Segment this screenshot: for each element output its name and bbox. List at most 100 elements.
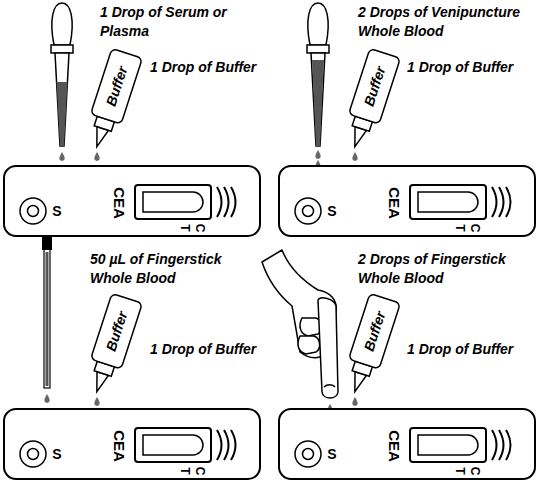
- sample-well-center: [28, 206, 39, 217]
- sample-well-label: S: [327, 447, 336, 461]
- test-name: CEA: [112, 187, 127, 219]
- result-window: [135, 428, 211, 462]
- capillary-tube: [42, 236, 52, 403]
- sample-well: [20, 441, 46, 467]
- instruction-label: 2 Drops of Venipuncture Whole Blood: [358, 3, 536, 41]
- result-strip: [418, 435, 478, 455]
- bottle-label: Buffer: [90, 295, 142, 367]
- bottle-label: Buffer: [348, 50, 400, 122]
- knuckle: [298, 336, 320, 354]
- bottle-body: [349, 293, 401, 369]
- instruction-label: 1 Drop of Buffer: [407, 58, 513, 77]
- cassette-outline: [3, 165, 261, 237]
- result-window: [135, 185, 211, 219]
- sample-well: [295, 198, 321, 224]
- sample-drop: [59, 152, 64, 161]
- result-window: [410, 185, 486, 219]
- bottle-body: [91, 293, 143, 369]
- hand: [262, 250, 338, 423]
- grip-arc: [499, 187, 504, 217]
- control-line-label: C: [194, 467, 206, 476]
- bottle-body: [349, 48, 401, 124]
- dropper: [307, 3, 329, 169]
- grip-arc: [224, 187, 229, 217]
- bottle-label: Buffer: [90, 50, 142, 122]
- buffer-drop: [94, 152, 99, 161]
- instruction-label: 1 Drop of Buffer: [150, 58, 256, 77]
- cassette-outline: [3, 408, 261, 480]
- control-line-label: C: [194, 224, 206, 233]
- test-line-label: T: [454, 224, 466, 231]
- sample-well-label: S: [52, 447, 61, 461]
- instruction-label: 1 Drop of Serum or Plasma: [100, 3, 250, 41]
- sample-well-center: [28, 449, 39, 460]
- bottle-body: [91, 48, 143, 124]
- capillary-cap: [42, 236, 52, 250]
- test-line-label: T: [179, 224, 191, 231]
- control-line-label: C: [469, 467, 481, 476]
- index-finger: [318, 298, 338, 398]
- buffer-bottle: Buffer: [80, 47, 143, 153]
- sample-fill: [57, 82, 68, 146]
- buffer-bottle: Buffer: [338, 292, 401, 398]
- capillary-body: [44, 248, 50, 388]
- blood-fill: [312, 60, 324, 146]
- dropper: [51, 3, 73, 161]
- test-cassette: S CEA TC: [3, 408, 261, 480]
- test-line-label: T: [179, 467, 191, 474]
- test-cassette: S CEA TC: [3, 165, 261, 237]
- instruction-label: 1 Drop of Buffer: [150, 340, 256, 359]
- dropper-bulb: [308, 3, 328, 45]
- grip-arc: [231, 187, 236, 217]
- sample-well-label: S: [52, 204, 61, 218]
- instruction-label: 50 µL of Fingerstick Whole Blood: [90, 250, 260, 288]
- cassette-body: [279, 409, 535, 479]
- cassette-body: [4, 409, 260, 479]
- test-line-label: T: [454, 467, 466, 474]
- bottle-label: Buffer: [348, 295, 400, 367]
- cassette-outline: [278, 165, 536, 237]
- blood-fill: [46, 252, 49, 386]
- test-cassette: S CEA TC: [278, 408, 536, 480]
- buffer-drop: [352, 397, 357, 406]
- cassette-body: [279, 166, 535, 236]
- grip-arc: [492, 430, 497, 460]
- result-strip: [143, 192, 203, 212]
- grip-arc: [506, 430, 511, 460]
- buffer-drop: [352, 152, 357, 161]
- dropper-tube: [55, 53, 69, 146]
- buffer-bottle: Buffer: [80, 292, 143, 398]
- grip-arc: [217, 430, 222, 460]
- cassette-body: [4, 166, 260, 236]
- sample-well-label: S: [327, 204, 336, 218]
- dropper-tube: [311, 53, 325, 146]
- sample-well-center: [303, 449, 314, 460]
- test-name: CEA: [387, 187, 402, 219]
- test-cassette: SCEATC: [278, 165, 536, 237]
- buffer-drop: [94, 397, 99, 406]
- result-window: [410, 428, 486, 462]
- grip-arc: [492, 187, 497, 217]
- grip-arc: [231, 430, 236, 460]
- dropper-collar: [307, 45, 329, 53]
- result-strip: [143, 435, 203, 455]
- sample-well: [20, 198, 46, 224]
- blood-drop: [44, 394, 49, 403]
- dropper-bulb: [52, 3, 72, 45]
- fingernail: [324, 385, 335, 387]
- grip-arc: [224, 430, 229, 460]
- grip-arc: [217, 187, 222, 217]
- grip-arc: [499, 430, 504, 460]
- sample-well: [295, 441, 321, 467]
- test-name: CEA: [112, 430, 127, 462]
- instruction-label: 1 Drop of Buffer: [407, 340, 513, 359]
- cassette-outline: [278, 408, 536, 480]
- sample-well-center: [303, 206, 314, 217]
- result-strip: [418, 192, 478, 212]
- test-name: CEA: [387, 430, 402, 462]
- blood-drop: [315, 150, 320, 159]
- buffer-bottle: Buffer: [338, 47, 401, 153]
- grip-arc: [506, 187, 511, 217]
- dropper-collar: [51, 45, 73, 53]
